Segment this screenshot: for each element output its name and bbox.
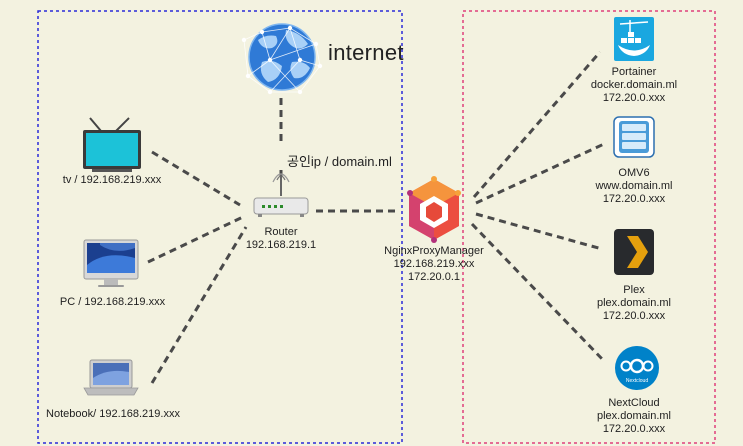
service-ip: 172.20.0.xxx [602, 310, 666, 322]
service-domain: www.domain.ml [595, 180, 673, 192]
service-name: OMV6 [618, 167, 650, 179]
portainer-icon [614, 17, 654, 61]
service-name: NextCloud [608, 397, 660, 409]
nginx-proxy-manager-icon [407, 176, 461, 243]
globe-icon [241, 23, 323, 95]
internet-label: internet [328, 40, 404, 65]
nextcloud-label: NextCloud plex.domain.ml 172.20.0.xxx [584, 397, 684, 436]
proxy-ip-docker: 172.20.0.1 [408, 271, 460, 283]
tv-icon [83, 117, 141, 172]
proxy-ip-lan: 192.168.219.xxx [393, 258, 475, 270]
router-name: Router [264, 226, 298, 238]
plex-label: Plex plex.domain.ml 172.20.0.xxx [584, 284, 684, 323]
service-domain: plex.domain.ml [597, 410, 671, 422]
portainer-label: Portainer docker.domain.ml 172.20.0.xxx [584, 66, 684, 105]
connector-notebook-router [150, 226, 248, 384]
connector-tv-router [151, 150, 241, 207]
service-name: Plex [623, 284, 645, 296]
service-domain: plex.domain.ml [597, 297, 671, 309]
router-icon [253, 173, 309, 217]
openmediavault-icon [613, 116, 655, 158]
service-domain: docker.domain.ml [590, 79, 678, 91]
laptop-icon [83, 359, 139, 396]
service-name: Portainer [611, 66, 657, 78]
docker-network-boundary [462, 10, 716, 444]
service-ip: 172.20.0.xxx [602, 423, 666, 435]
connector-proxy-plex [475, 212, 603, 251]
public-ip-label: 공인ip / domain.ml [287, 154, 392, 169]
connector-proxy-nextcloud [470, 222, 607, 364]
desktop-computer-icon [83, 239, 139, 287]
service-ip: 172.20.0.xxx [602, 92, 666, 104]
router-label: Router 192.168.219.1 [231, 226, 331, 252]
plex-icon [614, 229, 654, 275]
notebook-label: Notebook/ 192.168.219.xxx [46, 408, 180, 420]
tv-label: tv / 192.168.219.xxx [62, 174, 162, 186]
nextcloud-icon: Nextcloud [615, 346, 659, 390]
router-ip: 192.168.219.1 [245, 239, 317, 251]
connector-proxy-portainer [472, 51, 602, 198]
home-network-boundary [37, 10, 403, 444]
pc-label: PC / 192.168.219.xxx [59, 296, 166, 308]
nextcloud-icon-text: Nextcloud [626, 378, 648, 384]
proxy-label: NginxProxyManager 192.168.219.xxx 172.20… [374, 245, 494, 284]
connector-pc-router [147, 215, 244, 264]
service-ip: 172.20.0.xxx [602, 193, 666, 205]
omv-label: OMV6 www.domain.ml 172.20.0.xxx [584, 167, 684, 206]
proxy-name: NginxProxyManager [384, 245, 484, 257]
